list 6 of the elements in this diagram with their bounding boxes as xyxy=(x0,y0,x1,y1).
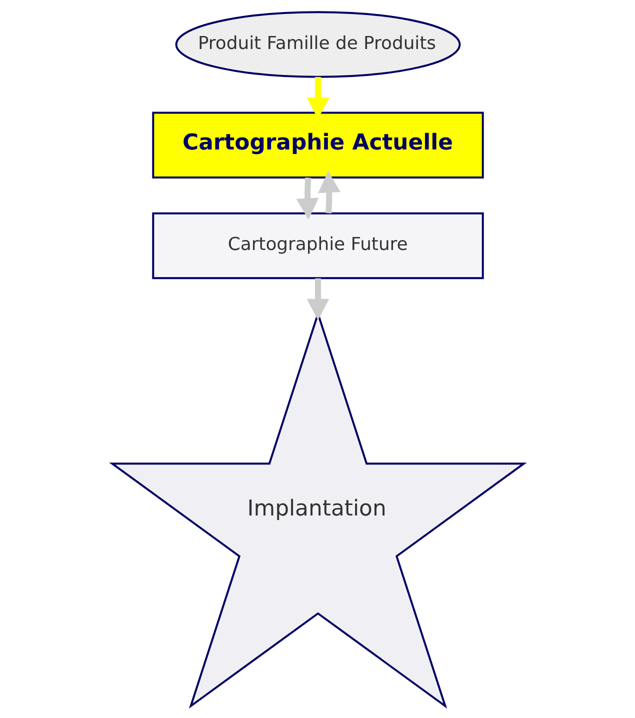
arrow xyxy=(318,171,340,214)
arrow xyxy=(296,177,318,220)
node-box: Cartographie Future xyxy=(152,212,484,280)
arrow xyxy=(306,278,329,320)
node-ellipse: Produit Famille de Produits xyxy=(174,11,460,78)
node-box: Cartographie Actuelle xyxy=(152,112,484,178)
